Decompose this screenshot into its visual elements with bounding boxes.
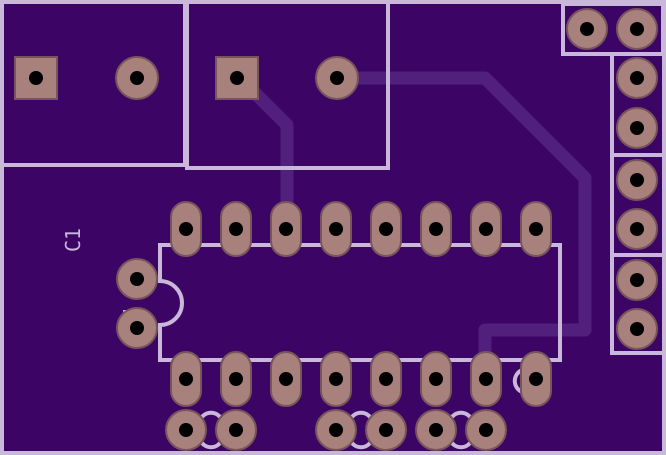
trace-top bbox=[328, 71, 592, 377]
header-pad-7-drill bbox=[630, 273, 644, 287]
cap-bottom-3-pad-1-drill bbox=[429, 423, 443, 437]
ic-drill-top-4 bbox=[329, 222, 343, 236]
ic-pin1-mark bbox=[512, 368, 523, 394]
ic-drill-bottom-7 bbox=[479, 372, 493, 386]
header-pad-6-drill bbox=[630, 222, 644, 236]
ic-drill-top-1 bbox=[179, 222, 193, 236]
ic-drill-bottom-1 bbox=[179, 372, 193, 386]
cap-c2-pad-2-drill bbox=[130, 321, 144, 335]
ic-drill-bottom-5 bbox=[379, 372, 393, 386]
terminal-1-drill bbox=[29, 71, 43, 85]
ic-drill-bottom-4 bbox=[329, 372, 343, 386]
header-pad-4-drill bbox=[630, 121, 644, 135]
cap-bottom-1-pad-2-drill bbox=[229, 423, 243, 437]
terminal-2-drill bbox=[130, 71, 144, 85]
capacitor-label: C1 bbox=[61, 228, 85, 252]
terminal-3-drill bbox=[230, 71, 244, 85]
cap-bottom-1-pad-1-drill bbox=[179, 423, 193, 437]
ic-drill-top-8 bbox=[529, 222, 543, 236]
round-pads bbox=[116, 8, 658, 451]
ic-outline bbox=[158, 243, 562, 362]
ic-drill-top-7 bbox=[479, 222, 493, 236]
header-pad-1-drill bbox=[580, 22, 594, 36]
ic-drill-bottom-3 bbox=[279, 372, 293, 386]
ic-drill-bottom-2 bbox=[229, 372, 243, 386]
ic-pads bbox=[170, 201, 552, 407]
ic-drill-top-2 bbox=[229, 222, 243, 236]
cap-bottom-2-pad-1-drill bbox=[329, 423, 343, 437]
ic-drill-top-3 bbox=[279, 222, 293, 236]
ic-drill-top-5 bbox=[379, 222, 393, 236]
header-pad-5-drill bbox=[630, 173, 644, 187]
header-pad-8-drill bbox=[630, 322, 644, 336]
terminal-pads bbox=[14, 56, 359, 100]
cap-c2-pad-1-drill bbox=[130, 272, 144, 286]
header-pad-3-drill bbox=[630, 71, 644, 85]
terminal-4-drill bbox=[330, 71, 344, 85]
cap-bottom-3-pad-2-drill bbox=[479, 423, 493, 437]
header-pad-2-drill bbox=[630, 22, 644, 36]
terminal-block-2-outline bbox=[185, 0, 390, 170]
ic-drill-bottom-6 bbox=[429, 372, 443, 386]
ic-drill-top-6 bbox=[429, 222, 443, 236]
ic-drill-bottom-8 bbox=[529, 372, 543, 386]
cap-bottom-2-pad-2-drill bbox=[379, 423, 393, 437]
